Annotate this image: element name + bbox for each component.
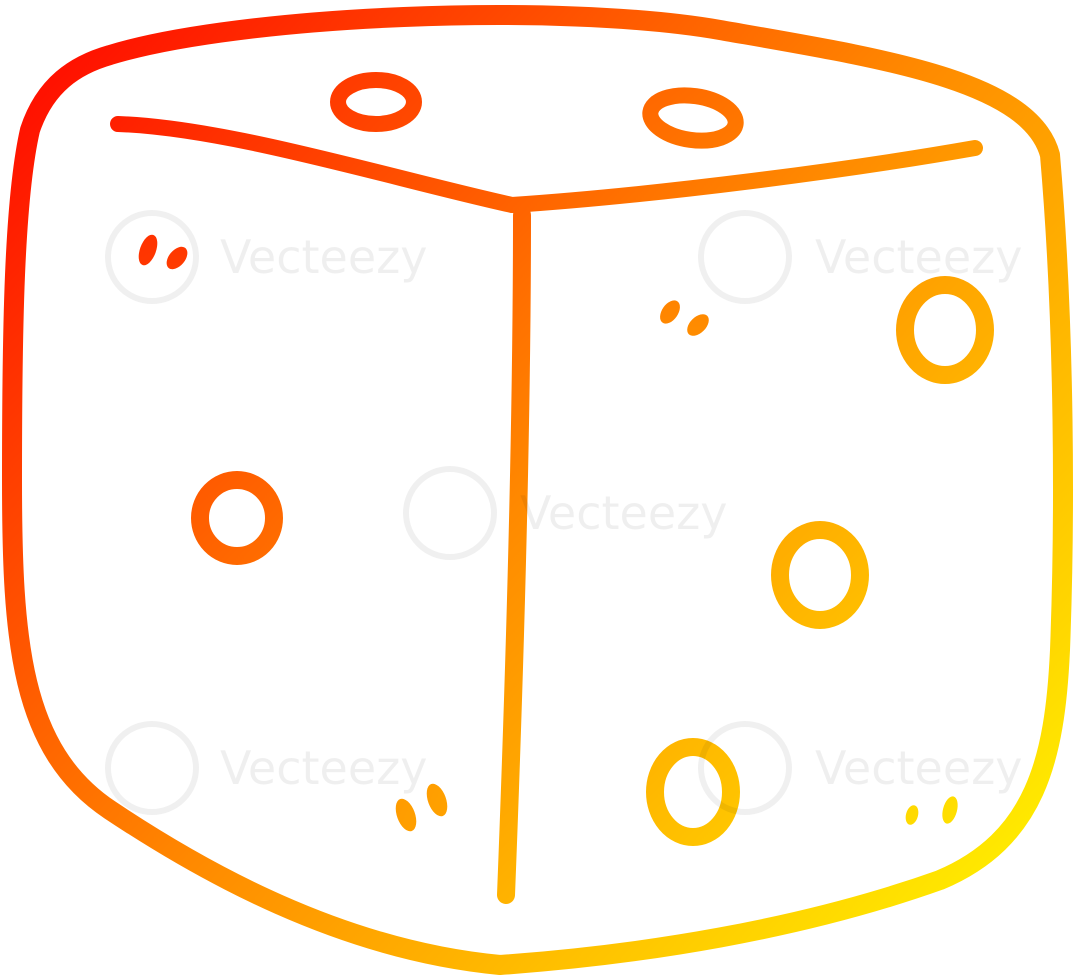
watermark-text: Vecteezy xyxy=(220,741,428,795)
dice-outline xyxy=(2,5,1073,975)
dice-icon xyxy=(2,5,1073,975)
sheen-mark xyxy=(687,314,709,336)
watermark-text: Vecteezy xyxy=(815,230,1023,284)
sheen-mark xyxy=(166,246,188,270)
pip-right-3 xyxy=(646,738,740,846)
sheen-mark xyxy=(905,805,919,825)
vecteezy-v-logo-icon xyxy=(403,466,497,560)
dice-vertical-edge xyxy=(497,206,531,904)
dice-top-edge-left xyxy=(110,116,520,213)
sheen-mark xyxy=(138,234,158,266)
watermark-text: Vecteezy xyxy=(520,486,728,540)
pip-top-2 xyxy=(642,87,744,149)
sheen-mark xyxy=(660,300,680,324)
sheen-marks xyxy=(138,234,958,832)
dice-top-edge-right xyxy=(504,140,983,213)
sheen-mark xyxy=(426,783,448,817)
vecteezy-v-logo-icon xyxy=(698,721,792,815)
sheen-mark xyxy=(395,798,417,832)
pip-top-1 xyxy=(330,72,422,132)
watermark-overlay: Vecteezy Vecteezy Vecteezy Vecteezy Vect… xyxy=(105,210,1023,815)
watermark-text: Vecteezy xyxy=(815,741,1023,795)
sheen-mark xyxy=(942,796,958,824)
pip-right-1 xyxy=(896,276,994,384)
pip-left-1 xyxy=(191,471,283,565)
watermark-text: Vecteezy xyxy=(220,230,428,284)
vecteezy-v-logo-icon xyxy=(105,721,199,815)
vecteezy-v-logo-icon xyxy=(105,210,199,304)
pip-right-2 xyxy=(771,521,869,629)
vecteezy-v-logo-icon xyxy=(698,210,792,304)
